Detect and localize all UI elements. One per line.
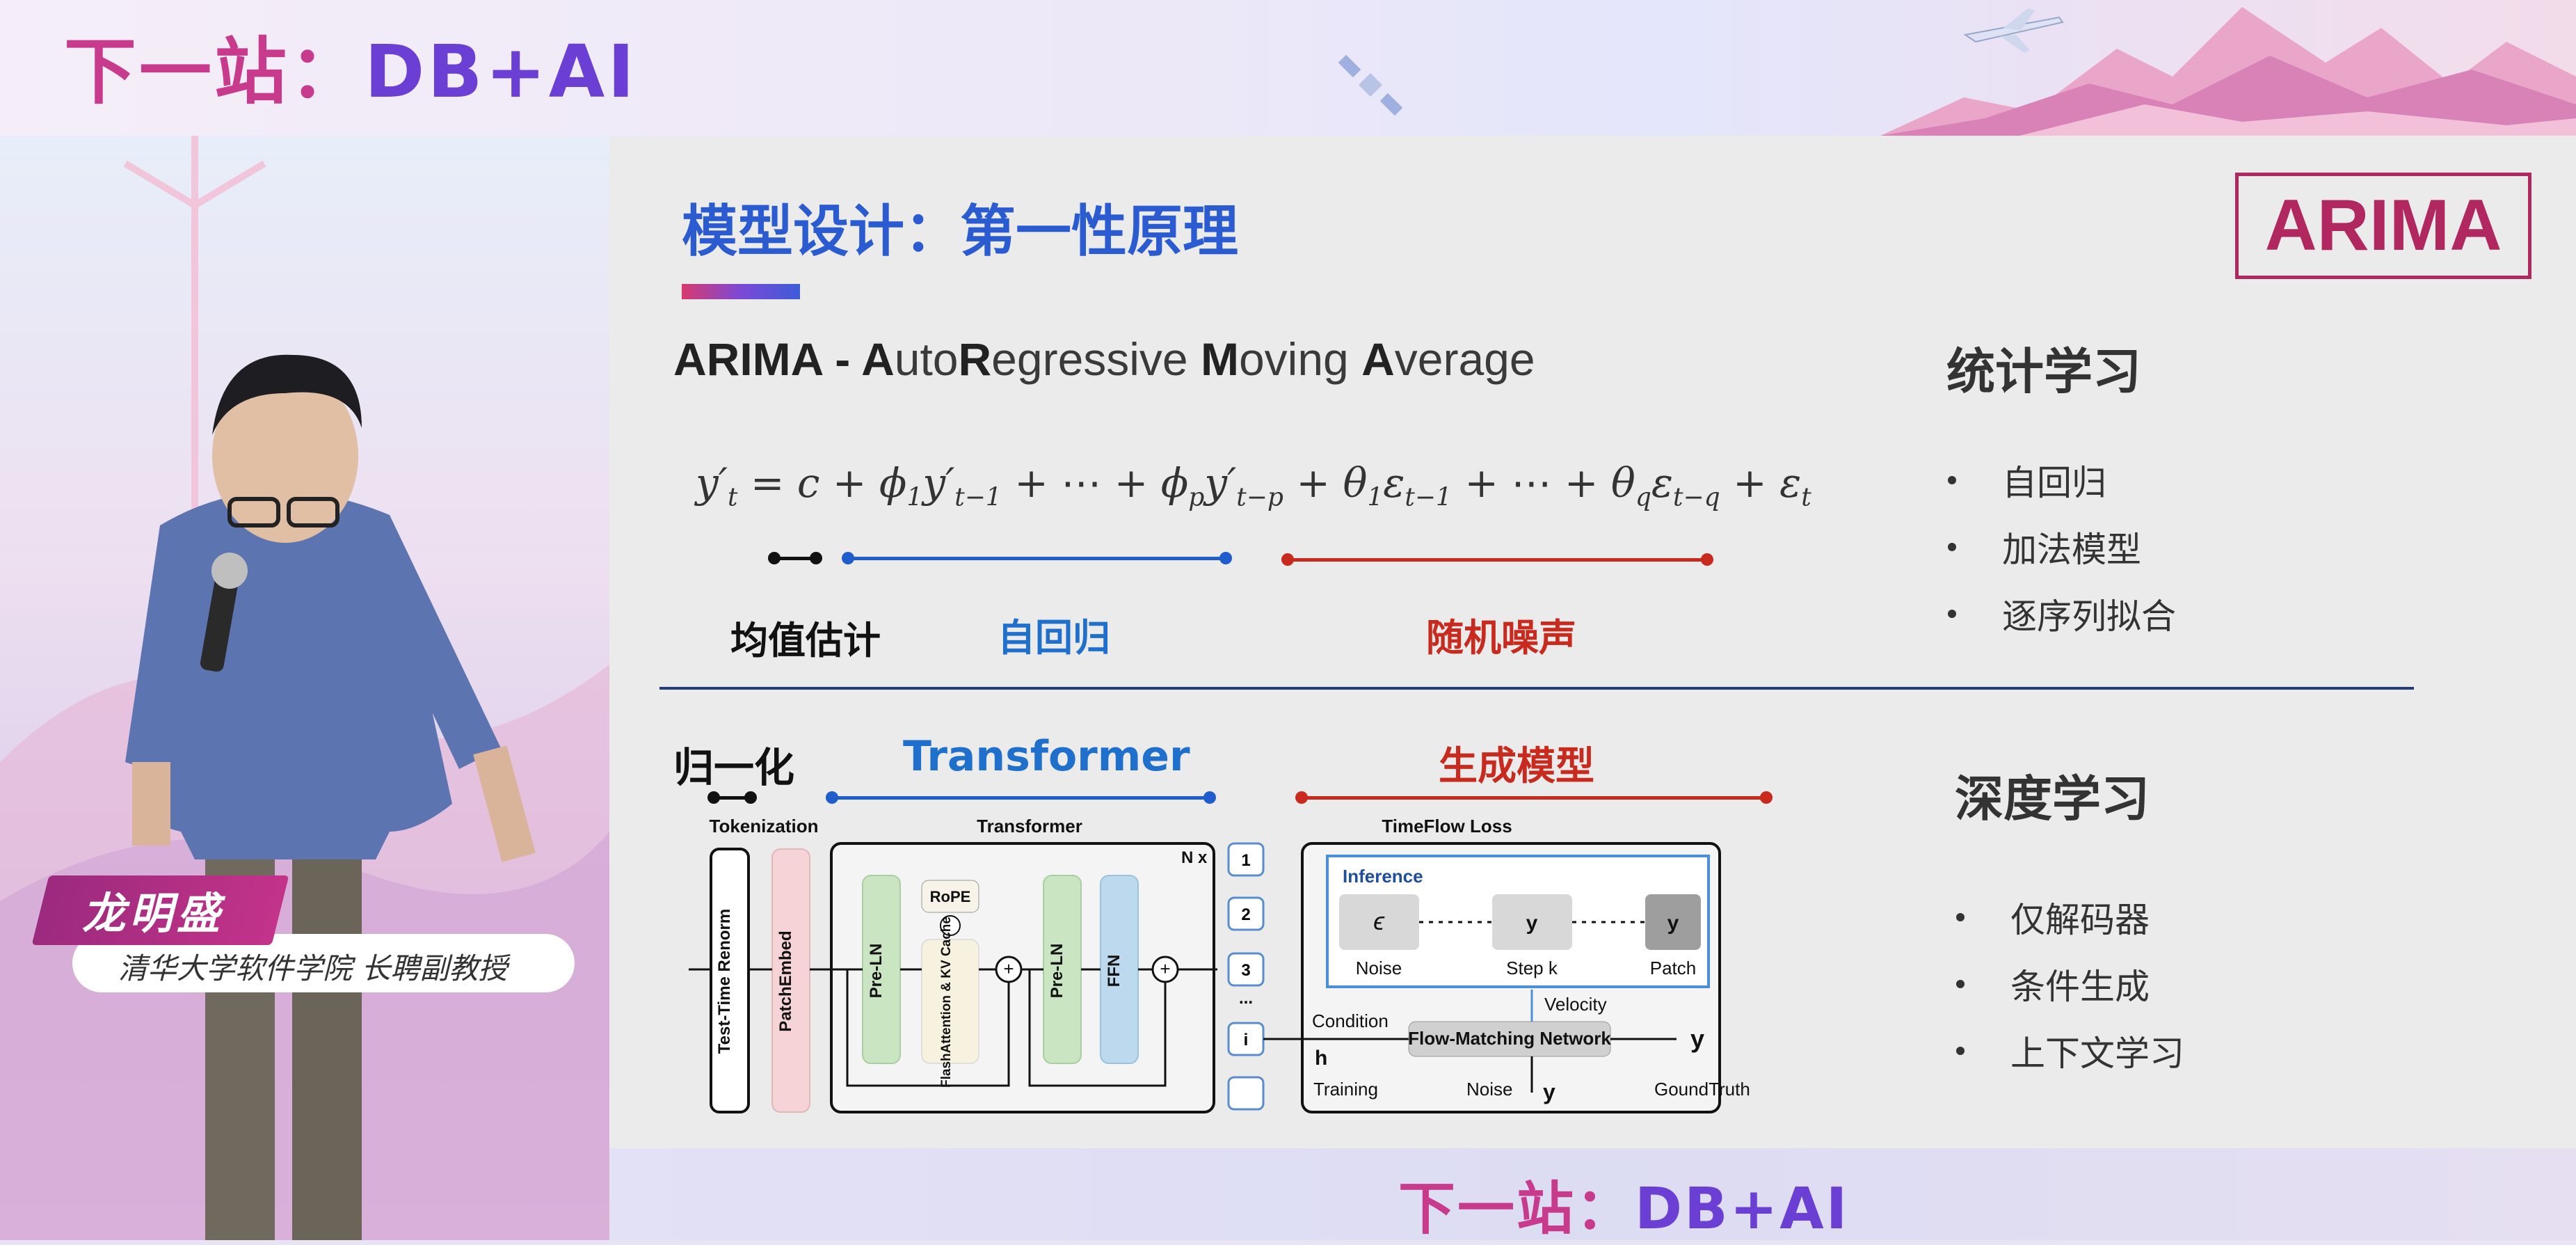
condition-label: Condition bbox=[1312, 1010, 1389, 1031]
token-box bbox=[1227, 896, 1265, 931]
speaker-figure bbox=[0, 136, 609, 1240]
svg-text:i: i bbox=[1244, 1031, 1249, 1049]
mountains-illustration bbox=[1880, 7, 2576, 136]
top-banner: 下一站：DB+AI bbox=[0, 0, 2576, 136]
svg-text:+: + bbox=[1160, 958, 1170, 979]
label-transformer: Transformer bbox=[903, 732, 1190, 781]
fmn-label: Flow-Matching Network bbox=[1408, 1028, 1611, 1049]
label-ar: 自回归 bbox=[998, 616, 1110, 660]
transformer-bracket bbox=[826, 791, 1216, 804]
flash-block bbox=[921, 939, 979, 1064]
svg-text:Pre-LN: Pre-LN bbox=[1048, 944, 1066, 999]
label-noise: 随机噪声 bbox=[1426, 616, 1576, 660]
bottom-band bbox=[609, 1148, 2576, 1240]
svg-text:y: y bbox=[1690, 1024, 1704, 1053]
inference-label: Inference bbox=[1343, 866, 1423, 887]
svg-text:...: ... bbox=[1239, 989, 1253, 1008]
renorm-block bbox=[710, 848, 750, 1113]
tokenization-label: Tokenization bbox=[710, 816, 819, 836]
training-label: Training bbox=[1313, 1079, 1378, 1100]
svg-text:y: y bbox=[1543, 1079, 1555, 1104]
gen-bracket bbox=[1295, 791, 1773, 804]
token-box bbox=[1227, 952, 1265, 987]
noise2-label: Noise bbox=[1466, 1079, 1512, 1100]
mean-bracket bbox=[768, 552, 822, 564]
svg-text:+: + bbox=[1003, 958, 1014, 979]
noise-block bbox=[1339, 894, 1419, 950]
rotation-icon bbox=[940, 915, 961, 936]
arima-heading: ARIMA - AutoRegressive Moving Average bbox=[673, 333, 1535, 385]
stat-learning-heading: 统计学习 bbox=[1946, 343, 2141, 400]
ffn-label: FFN bbox=[1105, 955, 1123, 988]
label-mean: 均值估计 bbox=[730, 619, 881, 663]
svg-text:1: 1 bbox=[1241, 851, 1250, 870]
flash-label: FlashAttention & KV Cache bbox=[939, 917, 954, 1088]
slide-title: 模型设计：第一性原理 bbox=[682, 199, 1238, 264]
list-item: 加法模型 bbox=[1948, 514, 2176, 580]
patch-label: Patch bbox=[1650, 958, 1697, 978]
patchembed-label: PatchEmbed bbox=[776, 930, 795, 1031]
velocity-label: Velocity bbox=[1544, 994, 1607, 1015]
nx-label: N x bbox=[1181, 848, 1208, 867]
svg-text:3: 3 bbox=[1241, 961, 1250, 980]
stepk-label: Step k bbox=[1506, 958, 1558, 978]
list-item: 逐序列拟合 bbox=[1948, 580, 2176, 647]
stat-learning-list: 自回归 加法模型 逐序列拟合 bbox=[1948, 447, 2176, 647]
list-item: 条件生成 bbox=[1956, 951, 2184, 1017]
svg-text:2: 2 bbox=[1241, 905, 1250, 924]
svg-text:h: h bbox=[1315, 1047, 1327, 1070]
norm-bracket bbox=[707, 791, 757, 804]
rope-block bbox=[921, 880, 979, 913]
list-item: 仅解码器 bbox=[1956, 884, 2184, 951]
svg-text:y: y bbox=[1526, 912, 1538, 935]
groundtruth-label: GoundTruth bbox=[1654, 1079, 1750, 1100]
patch-block bbox=[1645, 894, 1701, 950]
label-generative: 生成模型 bbox=[1439, 744, 1594, 789]
architecture-diagram: Tokenization Test-Time Renorm PatchEmbed… bbox=[689, 816, 1750, 1113]
arima-formula: y′t = c + ϕ1y′t−1 + ⋯ + ϕpy′t−p + θ1εt−1… bbox=[696, 459, 1811, 512]
arima-badge: ARIMA bbox=[2235, 173, 2531, 279]
satellite-icon bbox=[1338, 54, 1403, 116]
noise-bracket bbox=[1281, 553, 1713, 566]
event-brand-bottom: 下一站：DB+AI bbox=[1398, 1176, 1850, 1242]
token-box bbox=[1227, 842, 1265, 877]
patchembed-block bbox=[771, 848, 810, 1113]
airplane-icon bbox=[1963, 8, 2064, 53]
deep-learning-list: 仅解码器 条件生成 上下文学习 bbox=[1956, 884, 2184, 1084]
title-underline bbox=[682, 284, 800, 299]
list-item: 上下文学习 bbox=[1956, 1017, 2184, 1084]
preln-label: Pre-LN bbox=[867, 944, 886, 999]
deep-learning-heading: 深度学习 bbox=[1955, 770, 2150, 827]
renorm-label: Test-Time Renorm bbox=[715, 909, 734, 1054]
noise-label: Noise bbox=[1356, 958, 1402, 978]
label-normalization: 归一化 bbox=[673, 744, 795, 791]
speaker-affiliation: 清华大学软件学院 长聘副教授 bbox=[118, 951, 508, 985]
transformer-diagram-label: Transformer bbox=[977, 816, 1082, 836]
token-box bbox=[1227, 1076, 1265, 1111]
list-item: 自回归 bbox=[1948, 447, 2176, 514]
timeflow-label: TimeFlow Loss bbox=[1382, 816, 1512, 836]
event-brand-top: 下一站：DB+AI bbox=[64, 29, 637, 114]
stepk-block bbox=[1492, 894, 1572, 950]
speaker-name: 龙明盛 bbox=[82, 888, 225, 939]
rope-label: RoPE bbox=[930, 888, 971, 905]
speaker-video-panel bbox=[0, 136, 609, 1240]
svg-text:ϵ: ϵ bbox=[1373, 907, 1385, 935]
svg-text:y: y bbox=[1667, 912, 1679, 935]
ar-bracket bbox=[842, 552, 1232, 564]
section-divider bbox=[659, 687, 2414, 690]
